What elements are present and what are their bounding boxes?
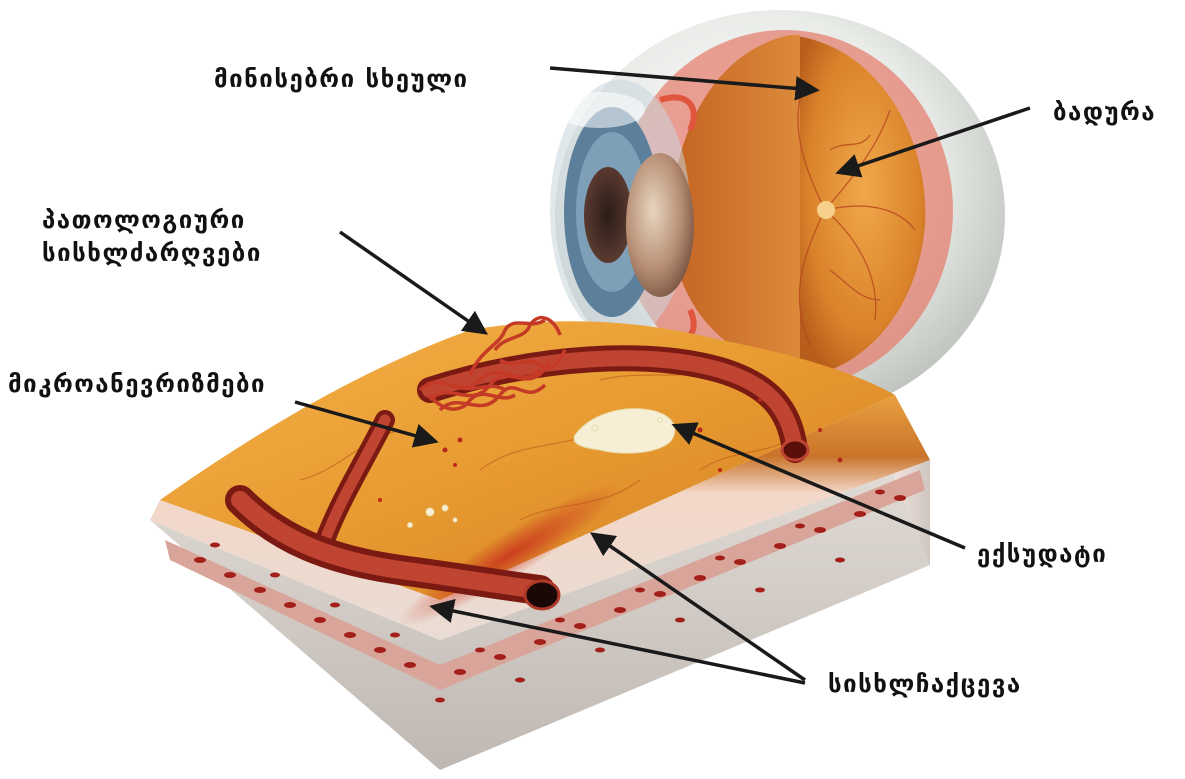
label-pathological-vessels-line2: სისხლძარღვები bbox=[42, 237, 262, 270]
eye-highlight bbox=[555, 92, 645, 128]
label-exudate: ექსუდატი bbox=[977, 538, 1107, 571]
vessel-opening bbox=[782, 440, 808, 460]
vessel-opening-bottom bbox=[525, 581, 559, 609]
pupil bbox=[584, 167, 632, 263]
optic-disc bbox=[817, 201, 835, 219]
label-retina: ბადურა bbox=[1053, 96, 1156, 129]
label-pathological-vessels: პათოლოგიური სისხლძარღვები bbox=[42, 204, 262, 270]
label-microaneurysms: მიკროანევრიზმები bbox=[8, 368, 266, 401]
label-vitreous-body: მინისებრი სხეული bbox=[214, 63, 469, 96]
lens bbox=[626, 153, 694, 297]
arrow-pathological-vessels bbox=[340, 232, 484, 332]
label-pathological-vessels-line1: პათოლოგიური bbox=[42, 204, 262, 237]
label-hemorrhage: სისხლჩაქცევა bbox=[828, 668, 1022, 701]
